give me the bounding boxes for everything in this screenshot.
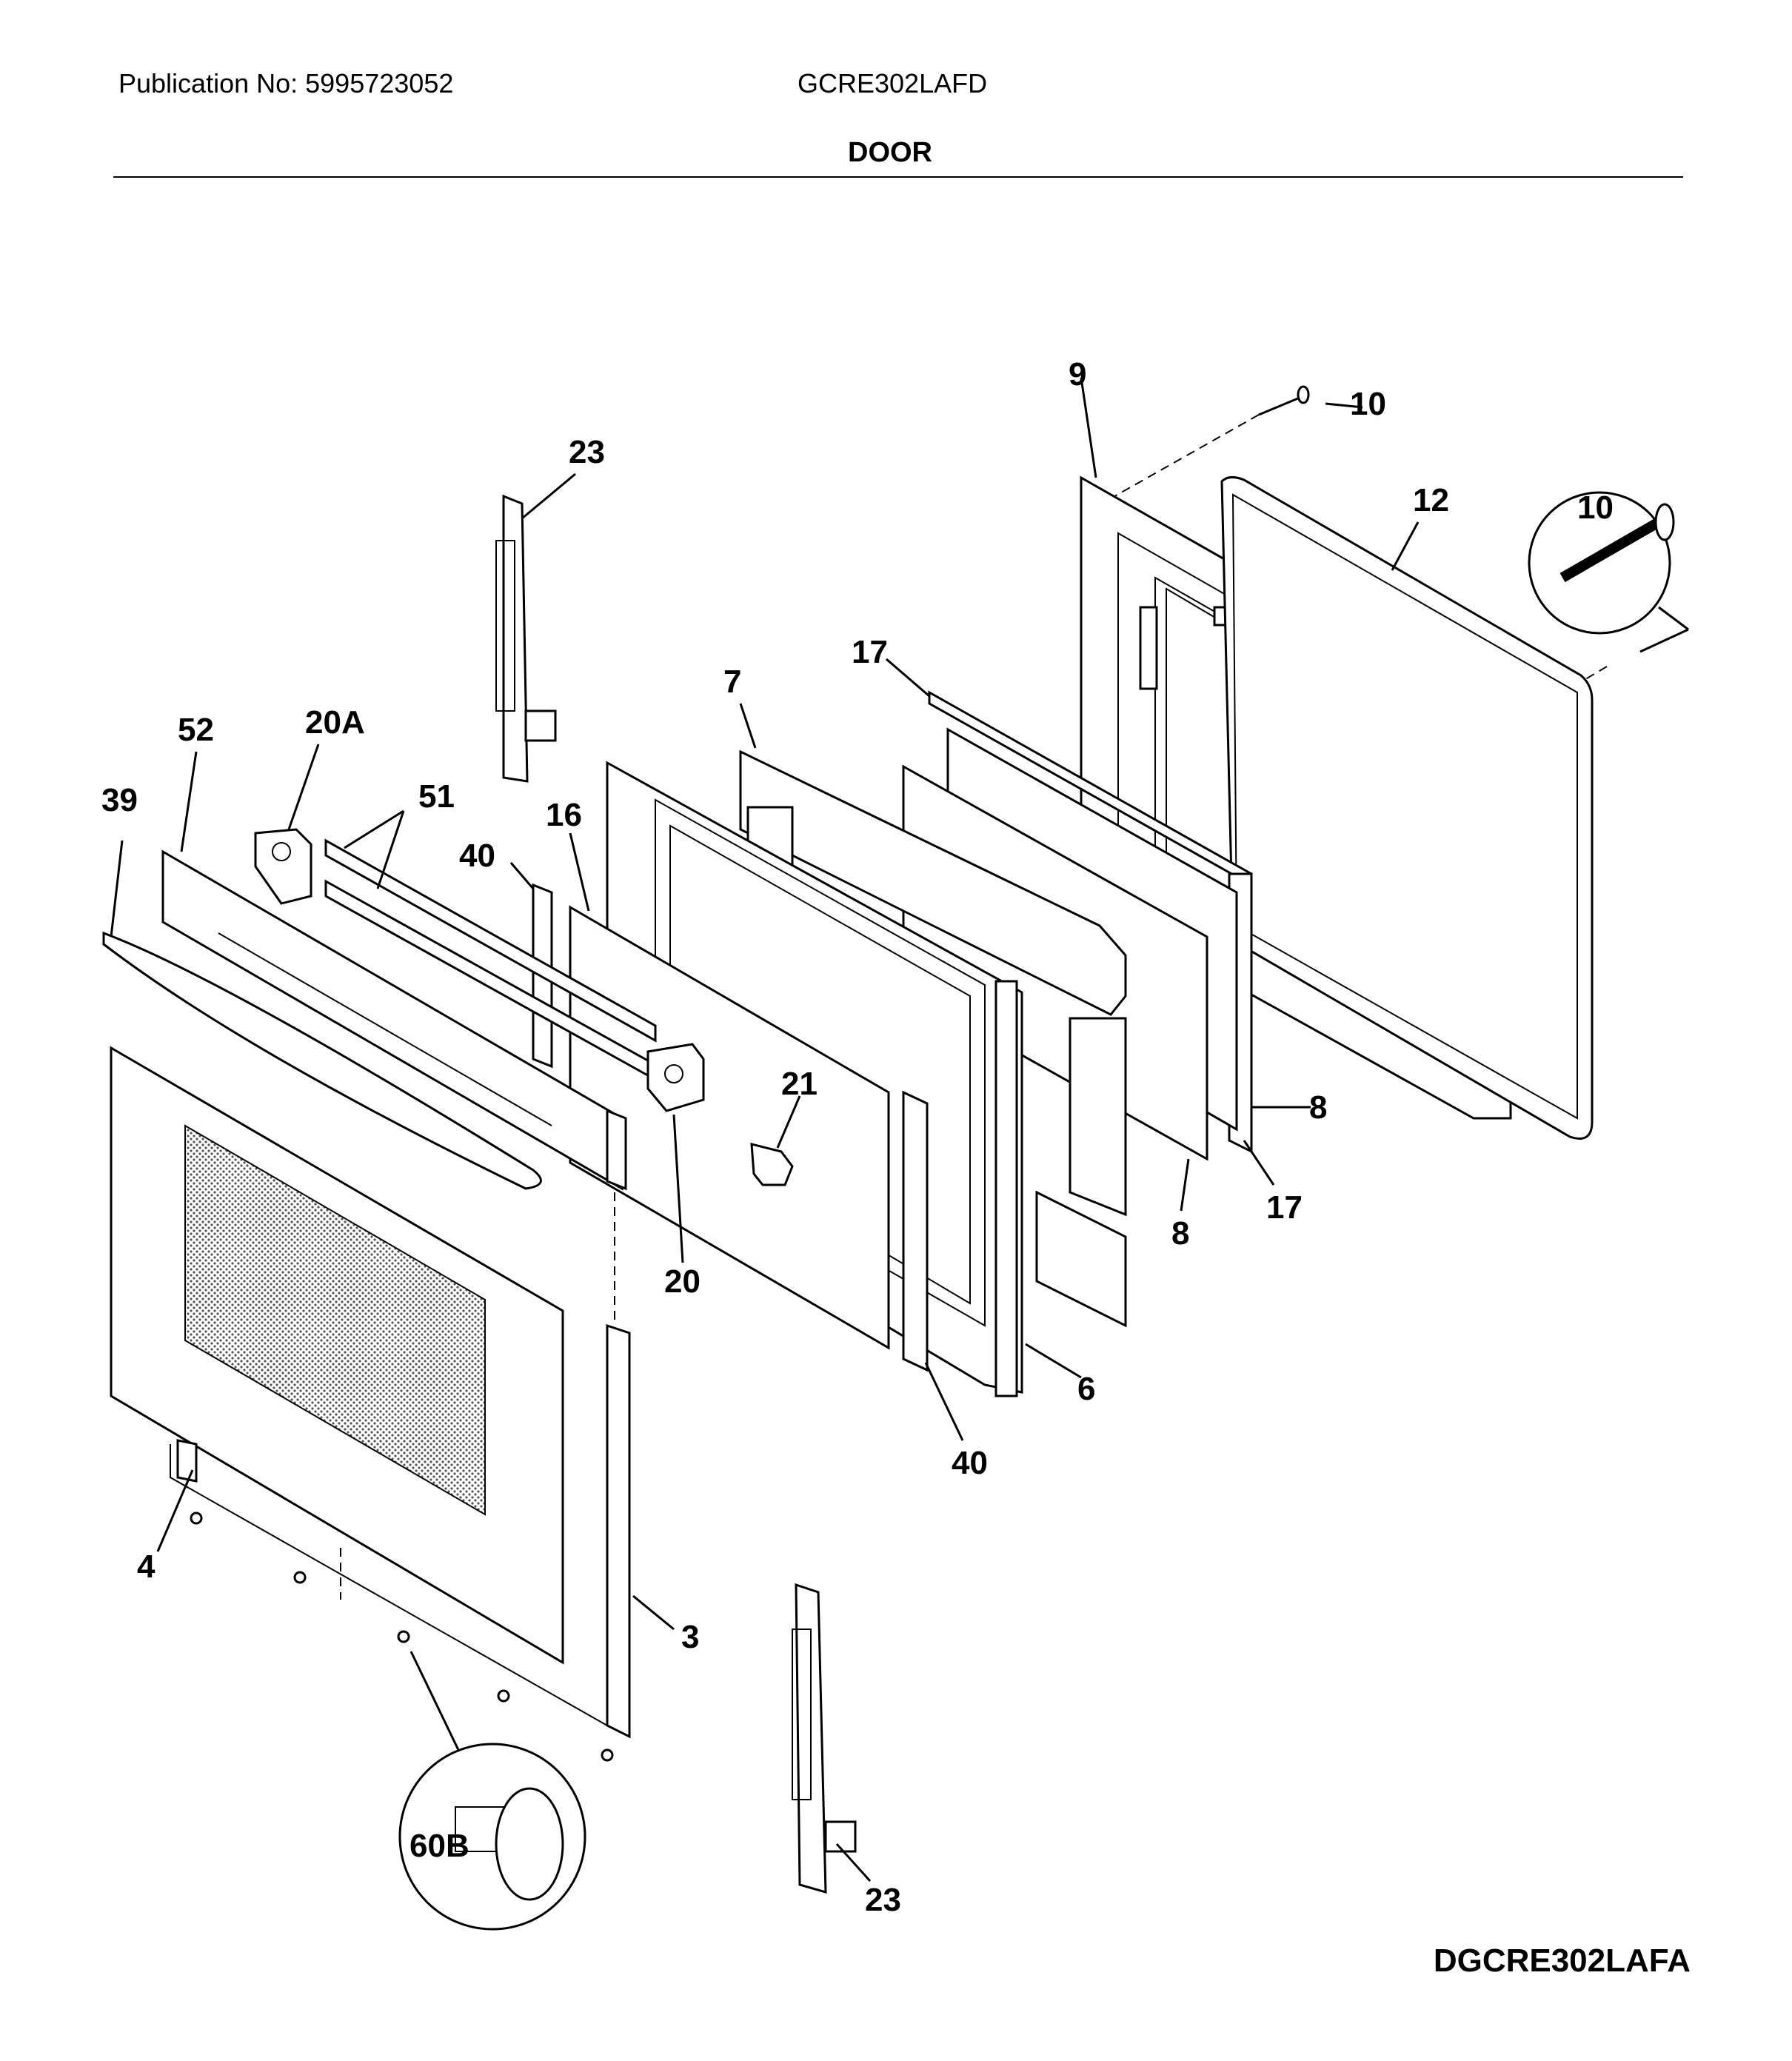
callout-20A: 20A [305, 704, 365, 741]
section-title: DOOR [848, 137, 932, 168]
callout-21: 21 [781, 1066, 818, 1102]
callout-20: 20 [664, 1263, 701, 1300]
door-glass-16 [569, 905, 890, 1350]
label-21 [750, 1143, 794, 1186]
callout-3: 3 [681, 1619, 699, 1655]
callout-12: 12 [1413, 482, 1449, 518]
callout-16: 16 [546, 797, 582, 833]
end-cap-20A [254, 828, 312, 905]
callout-17-top: 17 [852, 634, 888, 670]
outer-door-panel [110, 1046, 564, 1665]
screws [190, 1511, 614, 1762]
hinge-23-bottom [792, 1583, 857, 1894]
screw-60B-detail [398, 1743, 586, 1931]
callout-8-right: 8 [1309, 1089, 1327, 1126]
model-number: GCRE302LAFD [798, 68, 988, 98]
callout-6: 6 [1077, 1371, 1095, 1407]
door-handle-39 [102, 931, 542, 1190]
door-gasket [1220, 476, 1594, 1140]
callout-10-detail: 10 [1577, 490, 1614, 526]
callout-23-bottom: 23 [865, 1882, 901, 1918]
callout-39: 39 [101, 782, 138, 818]
outer-door-frame-3 [170, 1323, 631, 1739]
header-rule [113, 176, 1683, 178]
callout-40-left: 40 [459, 838, 495, 874]
callout-23-top: 23 [569, 434, 605, 470]
callout-10: 10 [1350, 386, 1386, 422]
callout-7: 7 [723, 664, 741, 700]
leader-lines [110, 377, 1420, 1883]
publication-number: Publication No: 5995723052 [118, 68, 454, 98]
callout-8-low: 8 [1171, 1215, 1189, 1252]
callout-9: 9 [1069, 356, 1086, 393]
hinge-23-top [495, 494, 557, 783]
callout-60B: 60B [409, 1828, 469, 1864]
screw-10-detail [1528, 491, 1689, 653]
control-trim-52 [161, 849, 627, 1191]
callout-51: 51 [418, 778, 455, 815]
callout-4: 4 [137, 1549, 156, 1585]
callout-17-low: 17 [1266, 1189, 1303, 1226]
screw-10 [1258, 385, 1310, 416]
glass-retainer-40-right [902, 1090, 929, 1372]
end-cap-20 [646, 1043, 705, 1112]
callout-40-low: 40 [952, 1445, 988, 1481]
diagram-code: DGCRE302LAFA [1433, 1943, 1691, 1979]
callout-labels: 23 9 10 12 10 17 7 52 20A 51 39 40 16 21… [101, 356, 1614, 1918]
bottom-trim-4 [176, 1439, 198, 1483]
callout-52: 52 [178, 712, 214, 748]
